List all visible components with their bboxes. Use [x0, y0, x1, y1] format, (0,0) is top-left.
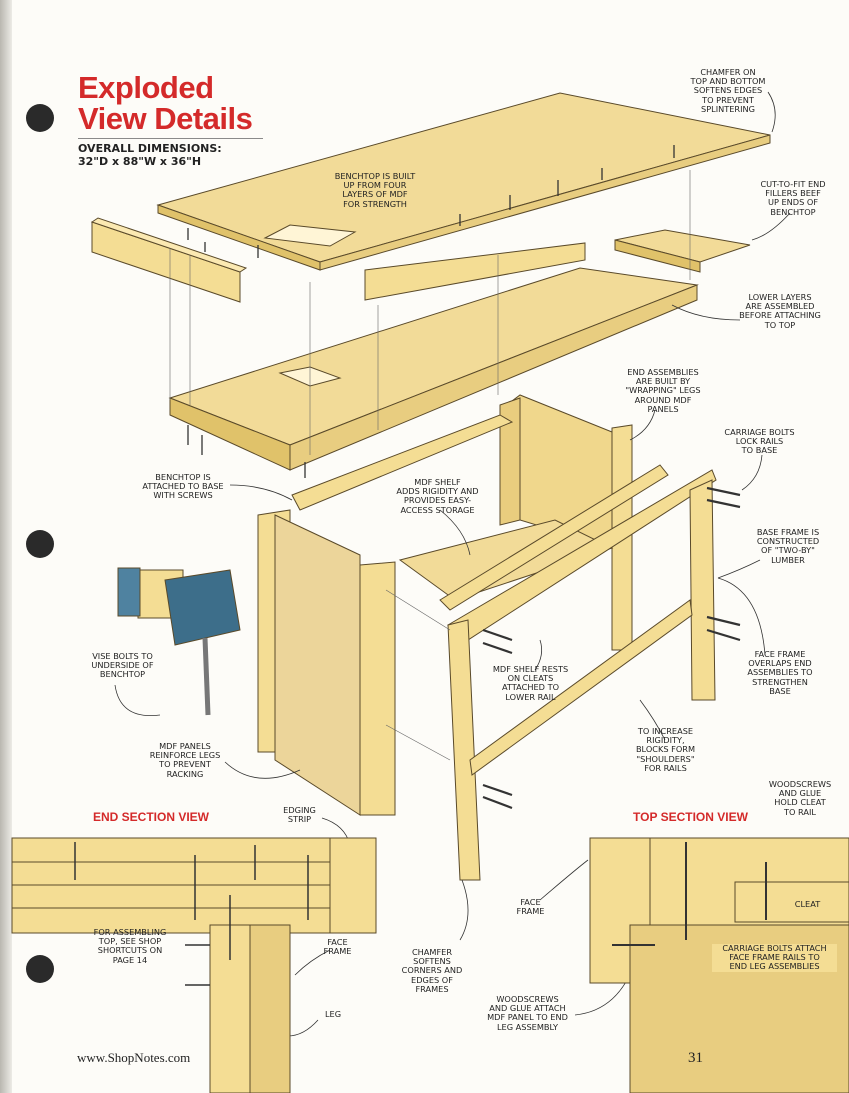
note-mdf-panels: MDF PANELS REINFORCE LEGS TO PREVENT RAC… [149, 741, 221, 779]
overall-dimensions: OVERALL DIMENSIONS: 32"D x 88"W x 36"H [78, 142, 222, 168]
benchtop-lower-layer [168, 267, 699, 446]
note-leg: LEG [324, 1009, 342, 1019]
face-frame-leg-right [689, 479, 716, 701]
dimensions-value: 32"D x 88"W x 36"H [78, 155, 202, 168]
face-frame-inner-rail [439, 464, 669, 611]
note-carriage-attach: CARRIAGE BOLTS ATTACH FACE FRAME RAILS T… [712, 943, 837, 972]
note-increase-rigidity: TO INCREASE RIGIDITY, BLOCKS FORM "SHOUL… [635, 726, 696, 773]
note-edging-strip: EDGING STRIP [283, 805, 316, 825]
end-filler-right [364, 242, 586, 301]
binder-hole-middle [26, 530, 54, 558]
end-section-title: END SECTION VIEW [93, 810, 210, 824]
binder-hole-bottom [26, 955, 54, 983]
top-rail-end [291, 414, 514, 511]
title-rule [78, 138, 263, 139]
title-line-2: View Details [78, 101, 253, 136]
note-for-assembling: FOR ASSEMBLING TOP, SEE SHOP SHORTCUTS O… [93, 927, 167, 965]
page-edge-shadow [0, 0, 12, 1093]
front-right-leg-end [359, 561, 396, 816]
top-section-title: TOP SECTION VIEW [633, 810, 748, 824]
face-frame-leg-left [447, 619, 481, 881]
note-chamfer-corners: CHAMFER SOFTENS CORNERS AND EDGES OF FRA… [401, 947, 463, 994]
face-frame-lower-rail [469, 599, 693, 776]
page-title: Exploded View Details [78, 70, 253, 136]
note-shelf-rests: MDF SHELF RESTS ON CLEATS ATTACHED TO LO… [492, 664, 569, 702]
note-face-frame-overlaps: FACE FRAME OVERLAPS END ASSEMBLIES TO ST… [747, 649, 813, 696]
note-woodscrews-cleat: WOODSCREWS AND GLUE HOLD CLEAT TO RAIL [768, 779, 832, 817]
binder-hole-top [26, 104, 54, 132]
note-vise-bolts: VISE BOLTS TO UNDERSIDE OF BENCHTOP [91, 651, 154, 680]
note-end-assemblies: END ASSEMBLIES ARE BUILT BY "WRAPPING" L… [625, 367, 701, 414]
end-mdf-panel [274, 514, 361, 816]
top-section-cleat [734, 881, 849, 923]
note-carriage-bolts: CARRIAGE BOLTS LOCK RAILS TO BASE [724, 427, 795, 456]
note-cut-to-fit: CUT-TO-FIT END FILLERS BEEF UP ENDS OF B… [760, 179, 826, 217]
dimensions-label: OVERALL DIMENSIONS: [78, 142, 222, 155]
note-benchtop-attached: BENCHTOP IS ATTACHED TO BASE WITH SCREWS [142, 472, 224, 501]
vise-body [164, 569, 241, 646]
footer-website: www.ShopNotes.com [77, 1050, 191, 1065]
page-number: 31 [688, 1050, 703, 1066]
note-mdf-shelf: MDF SHELF ADDS RIGIDITY AND PROVIDES EAS… [396, 477, 479, 515]
note-chamfer-top: CHAMFER ON TOP AND BOTTOM SOFTENS EDGES … [690, 67, 766, 114]
note-face-frame-end: FACE FRAME [323, 937, 352, 957]
note-cleat: CLEAT [794, 899, 821, 909]
note-benchtop-built: BENCHTOP IS BUILT UP FROM FOUR LAYERS OF… [334, 171, 416, 209]
note-base-frame: BASE FRAME IS CONSTRUCTED OF "TWO-BY" LU… [756, 527, 820, 565]
note-lower-layers: LOWER LAYERS ARE ASSEMBLED BEFORE ATTACH… [739, 292, 821, 330]
note-face-frame-top: FACE FRAME [516, 897, 545, 917]
note-woodscrews-mdf: WOODSCREWS AND GLUE ATTACH MDF PANEL TO … [487, 994, 568, 1032]
title-line-1: Exploded [78, 70, 214, 105]
